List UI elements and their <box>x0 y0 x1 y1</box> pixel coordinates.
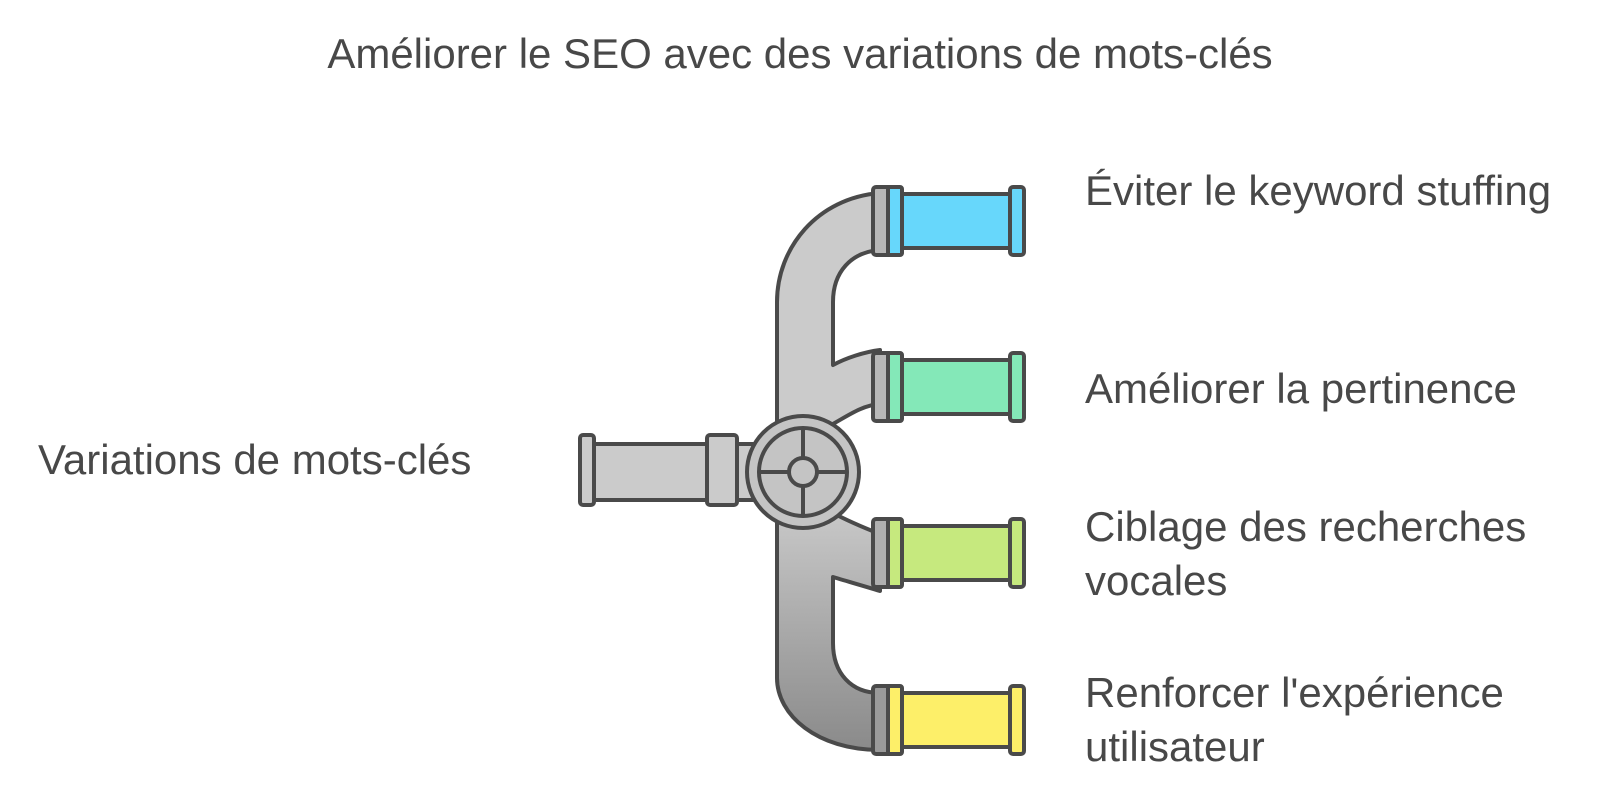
diagram-title: Améliorer le SEO avec des variations de … <box>327 30 1273 77</box>
outlet-pipe-user-experience <box>871 684 1026 756</box>
output-label-avoid-keyword-stuffing: Éviter le keyword stuffing <box>1085 167 1552 214</box>
source-label: Variations de mots-clés <box>38 436 472 483</box>
output-label-voice-search-targeting: Ciblage des recherches vocales <box>1085 503 1527 604</box>
inlet-pipe <box>578 433 759 507</box>
outlet-pipe-improve-relevance <box>871 351 1026 423</box>
outlet-pipe-voice-search-targeting <box>871 517 1026 589</box>
valve-wheel-icon <box>745 414 861 530</box>
output-label-user-experience: Renforcer l'expérience utilisateur <box>1085 669 1504 770</box>
outlet-pipe-avoid-keyword-stuffing <box>871 185 1026 257</box>
output-label-improve-relevance: Améliorer la pertinence <box>1085 365 1517 412</box>
